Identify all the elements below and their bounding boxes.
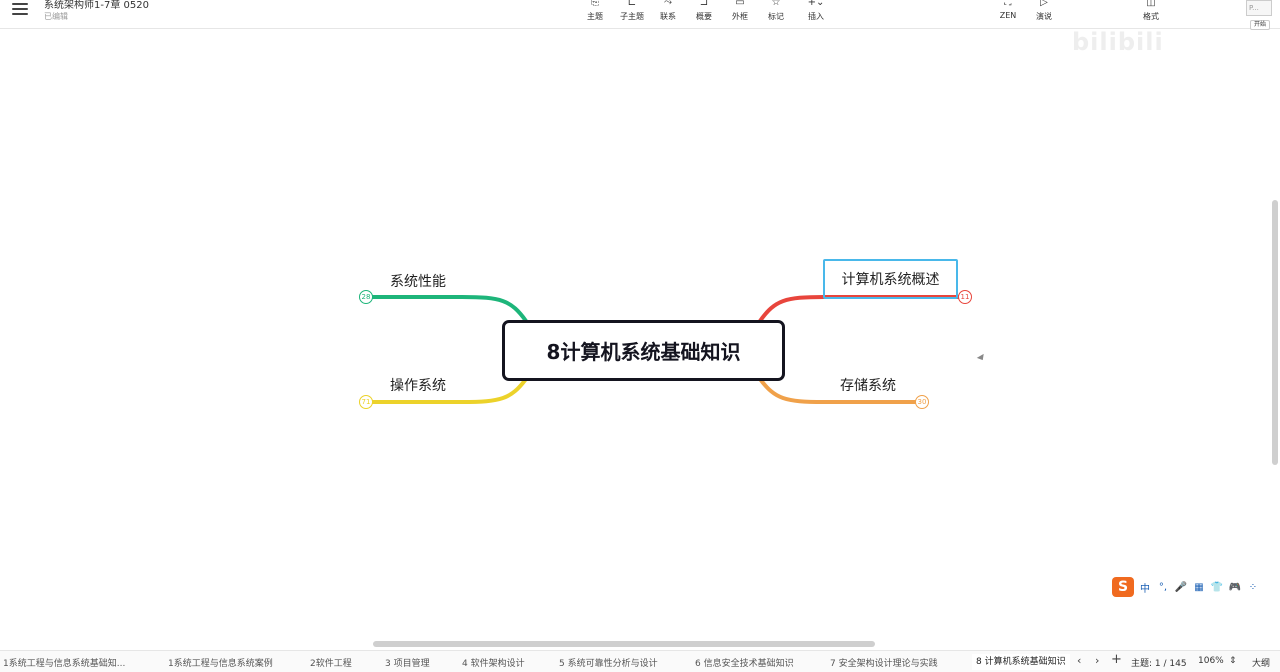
zen-fullscreen-icon: ⛶ <box>1004 0 1012 8</box>
horizontal-scrollbar[interactable] <box>373 641 875 647</box>
summary-button[interactable]: ⊐ 概要 <box>686 0 722 22</box>
sheet-tab[interactable]: 3 项目管理 <box>385 659 430 669</box>
insert-button[interactable]: +⌄ 插入 <box>798 0 834 22</box>
relationship-icon: ⤳ <box>664 0 672 8</box>
boundary-icon: ▭ <box>735 0 745 8</box>
collapse-badge-performance[interactable]: 28 <box>359 290 373 304</box>
marker-button[interactable]: ☆ 标记 <box>758 0 794 22</box>
format-button[interactable]: ◫ 格式 <box>1133 0 1169 22</box>
more-grid-icon[interactable]: ⁘ <box>1248 581 1258 593</box>
sogou-logo-icon[interactable]: S <box>1112 577 1134 597</box>
topic-system-performance[interactable]: 系统性能 <box>390 274 446 290</box>
pitch-play-icon: ▷ <box>1040 0 1048 8</box>
pitch-button[interactable]: ▷ 演说 <box>1026 0 1062 22</box>
game-icon[interactable]: 🎮 <box>1228 581 1242 593</box>
next-sheet-icon[interactable]: › <box>1095 654 1100 667</box>
sheet-tab[interactable]: 2软件工程 <box>310 659 352 669</box>
sheet-tab[interactable]: 4 软件架构设计 <box>462 659 525 669</box>
topic-icon: ⎘ <box>591 0 599 8</box>
hamburger-menu-icon[interactable] <box>12 3 28 17</box>
bilibili-watermark: bilibili <box>1072 28 1164 56</box>
branch-line-overview <box>758 295 960 323</box>
branch-line-storage <box>758 377 920 404</box>
topic-label: 计算机系统概述 <box>841 272 940 288</box>
prev-sheet-icon[interactable]: ‹ <box>1077 654 1082 667</box>
video-thumbnail[interactable]: P... <box>1246 0 1272 16</box>
keyboard-icon[interactable]: ▦ <box>1194 581 1204 593</box>
ime-toolbar: S 中 °, 🎤 ▦ 👕 🎮 ⁘ <box>1112 576 1260 598</box>
chinese-mode-icon[interactable]: 中 <box>1140 583 1150 595</box>
boundary-button[interactable]: ▭ 外框 <box>722 0 758 22</box>
skin-shirt-icon[interactable]: 👕 <box>1210 581 1224 593</box>
add-sheet-icon[interactable]: + <box>1111 652 1122 667</box>
collapse-badge-overview[interactable]: 11 <box>958 290 972 304</box>
marker-star-icon: ☆ <box>771 0 781 8</box>
central-topic[interactable]: 8计算机系统基础知识 <box>502 320 785 381</box>
document-status: 已编辑 <box>44 12 68 21</box>
zoom-level[interactable]: 106% <box>1198 656 1224 666</box>
sheet-tab-active[interactable]: 8 计算机系统基础知识 <box>972 654 1070 670</box>
collapse-badge-storage[interactable]: 30 <box>915 395 929 409</box>
topic-button[interactable]: ⎘ 主题 <box>577 0 613 22</box>
zoom-stepper-icon[interactable]: ⇕ <box>1229 656 1237 666</box>
subtopic-icon: ⊏ <box>627 0 637 8</box>
mindmap-canvas[interactable]: 8计算机系统基础知识 计算机系统概述 11 存储系统 30 系统性能 28 操作… <box>0 30 1272 650</box>
topic-computer-overview[interactable]: 计算机系统概述 <box>823 259 958 299</box>
sheet-tab[interactable]: 6 信息安全技术基础知识 <box>695 659 794 669</box>
vertical-scrollbar[interactable] <box>1272 200 1278 465</box>
document-title[interactable]: 系统架构师1-7章 0520 <box>44 0 149 11</box>
microphone-icon[interactable]: 🎤 <box>1174 581 1188 593</box>
sheet-tab[interactable]: 7 安全架构设计理论与实践 <box>830 659 938 669</box>
start-button[interactable]: 开始 <box>1250 20 1270 30</box>
branch-line-performance <box>369 295 528 323</box>
subtopic-button[interactable]: ⊏ 子主题 <box>614 0 650 22</box>
sheet-tab[interactable]: 5 系统可靠性分析与设计 <box>559 659 658 669</box>
summary-icon: ⊐ <box>699 0 709 8</box>
top-toolbar: 系统架构师1-7章 0520 已编辑 ⎘ 主题 ⊏ 子主题 ⤳ 联系 ⊐ 概要 … <box>0 0 1280 30</box>
relationship-button[interactable]: ⤳ 联系 <box>650 0 686 22</box>
outline-view-toggle[interactable]: 大纲 <box>1252 659 1271 669</box>
branch-line-os <box>369 377 528 404</box>
sheet-tab[interactable]: 1系统工程与信息系统基础知... <box>3 659 126 669</box>
sheet-tab[interactable]: 1系统工程与信息系统案例 <box>168 659 273 669</box>
format-panel-icon: ◫ <box>1146 0 1156 8</box>
zen-button[interactable]: ⛶ ZEN <box>990 0 1026 20</box>
topic-operating-system[interactable]: 操作系统 <box>390 378 446 394</box>
collapse-badge-os[interactable]: 71 <box>359 395 373 409</box>
topic-count: 主题: 1 / 145 <box>1131 659 1187 669</box>
topic-storage-system[interactable]: 存储系统 <box>840 378 896 394</box>
punctuation-icon[interactable]: °, <box>1158 581 1168 593</box>
insert-plus-icon: +⌄ <box>807 0 825 8</box>
sheet-tab-bar: 1系统工程与信息系统基础知... 1系统工程与信息系统案例 2软件工程 3 项目… <box>0 650 1280 672</box>
